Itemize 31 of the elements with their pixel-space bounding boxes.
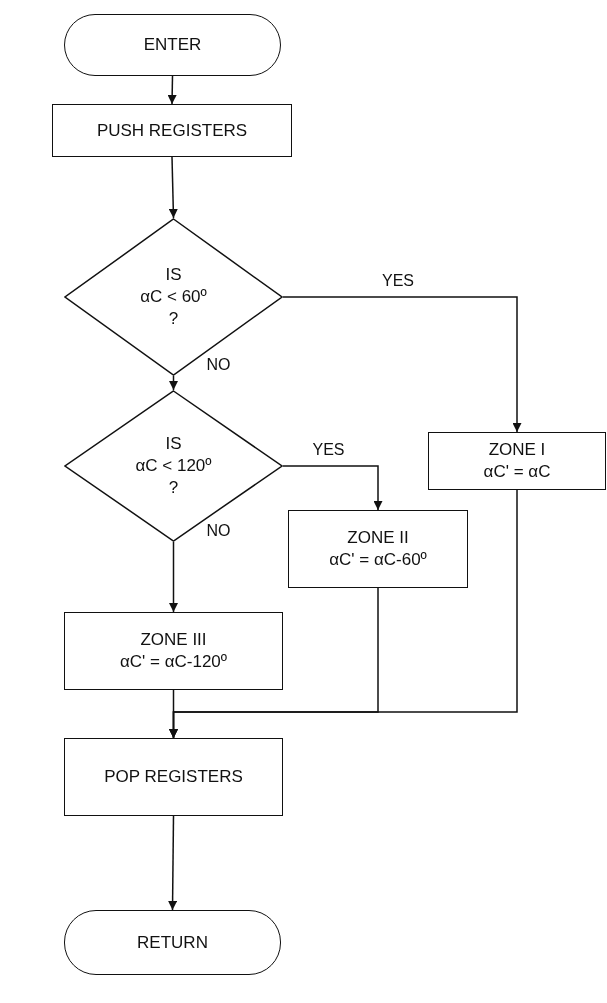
- node-text: αC < 120º: [135, 455, 212, 477]
- node-text: αC' = αC-120º: [119, 651, 228, 673]
- arrow: [168, 156, 178, 219]
- arrow: [168, 815, 178, 911]
- node-text: ZONE I: [488, 439, 546, 461]
- node-text: RETURN: [137, 931, 208, 954]
- node-text: αC < 60º: [140, 286, 207, 308]
- node-text: IS: [165, 433, 182, 455]
- node-text: PUSH REGISTERS: [96, 119, 248, 142]
- arrow: [282, 296, 522, 433]
- node-text: ZONE II: [347, 527, 409, 549]
- arrow: [169, 689, 178, 739]
- process-box: [428, 432, 606, 490]
- node-text: αC' = αC: [483, 461, 551, 483]
- process-box: [52, 104, 292, 157]
- process-box: [288, 510, 468, 588]
- decision-diamond: [64, 390, 283, 542]
- node-text: ZONE III: [140, 629, 207, 651]
- node-text: ?: [168, 477, 179, 499]
- decision-diamond: [64, 218, 283, 376]
- process-box: [64, 738, 283, 816]
- node-text: ?: [168, 308, 179, 330]
- node-text: POP REGISTERS: [104, 766, 243, 788]
- process-box: [64, 612, 283, 690]
- node-text: αC' = αC-60º: [329, 549, 427, 571]
- node-text: ENTER: [143, 34, 202, 56]
- arrow: [282, 465, 383, 511]
- arrow: [169, 541, 178, 613]
- node-text: IS: [165, 264, 182, 286]
- arrow: [169, 375, 178, 391]
- arrow: [167, 75, 177, 105]
